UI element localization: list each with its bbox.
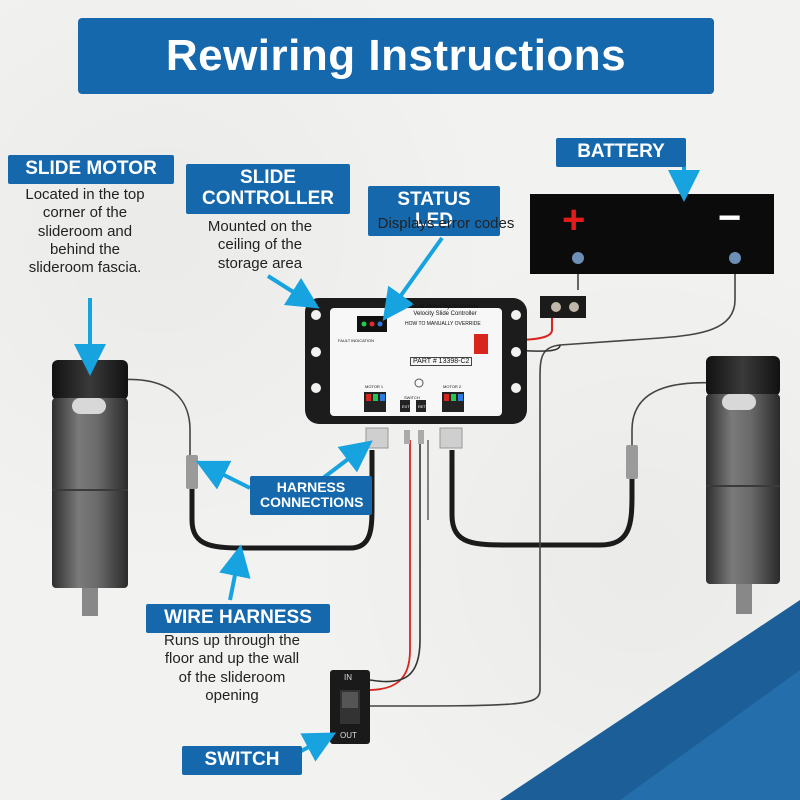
label-line: SLIDE [240, 167, 296, 188]
battery-minus-sign: − [718, 196, 742, 240]
controller-motor2-label: MOTOR 2 [443, 384, 462, 389]
desc-line: storage area [217, 254, 303, 272]
right-motor [626, 356, 780, 614]
status-led-label: STATUS LED [368, 186, 500, 236]
switch-label: SWITCH [182, 746, 302, 775]
slide-controller-label: SLIDE CONTROLLER [186, 164, 350, 214]
desc-line: Located in the top [25, 186, 145, 203]
controller-ret-label: RET [418, 404, 426, 409]
controller-part-number: PART # 13398-C2 [410, 357, 473, 366]
desc-line: corner of the [42, 204, 128, 222]
wire-harness-label: WIRE HARNESS [146, 604, 330, 633]
battery-label: BATTERY [556, 138, 686, 167]
slide-controller-description: Mounted on the ceiling of the storage ar… [190, 218, 330, 273]
slide-controller [305, 298, 527, 449]
pointer-arrows [74, 156, 700, 762]
page-title: Rewiring Instructions [78, 18, 714, 94]
desc-line: ceiling of the [217, 236, 303, 254]
status-led-description: Displays error codes [377, 215, 515, 232]
switch-in-label: IN [344, 673, 352, 682]
controller-ext-label: EXT [402, 404, 410, 409]
desc-line: of the slideroom [178, 668, 286, 686]
left-motor [52, 360, 198, 616]
harness-connections-label: HARNESS CONNECTIONS [250, 476, 372, 515]
controller-motor1-label: MOTOR 1 [365, 384, 384, 389]
label-line: HARNESS [276, 479, 346, 495]
desc-line: slideroom and [37, 222, 133, 240]
desc-line: behind the [49, 240, 121, 258]
corner-decoration-light [620, 670, 800, 800]
battery [530, 194, 774, 318]
controller-heading: Dual Motor Synchronous Velocity Slide Co… [395, 304, 495, 318]
controller-switch-label: SWITCH [404, 395, 420, 400]
controller-heading-line: Velocity Slide Controller [413, 310, 477, 317]
desc-line: Runs up through the [164, 632, 300, 649]
rocker-switch [330, 670, 370, 744]
wire-harness-description: Runs up through the floor and up the wal… [140, 632, 324, 705]
desc-line: slideroom fascia. [28, 259, 142, 277]
controller-fault-text: FAULT INDICATION [338, 338, 375, 343]
label-line: CONNECTIONS [260, 494, 364, 511]
battery-plus-sign: + [562, 198, 586, 242]
slide-motor-description: Located in the top corner of the slidero… [10, 186, 160, 277]
label-line: CONTROLLER [202, 187, 334, 209]
desc-line: Mounted on the [207, 218, 313, 235]
switch-out-label: OUT [340, 731, 357, 740]
controller-heading-line: Dual Motor Synchronous [411, 304, 479, 310]
controller-override-text: HOW TO MANUALLY OVERRIDE [405, 321, 481, 327]
desc-line: opening [205, 686, 259, 704]
desc-line: floor and up the wall [164, 650, 300, 668]
slide-motor-label: SLIDE MOTOR [8, 155, 174, 184]
